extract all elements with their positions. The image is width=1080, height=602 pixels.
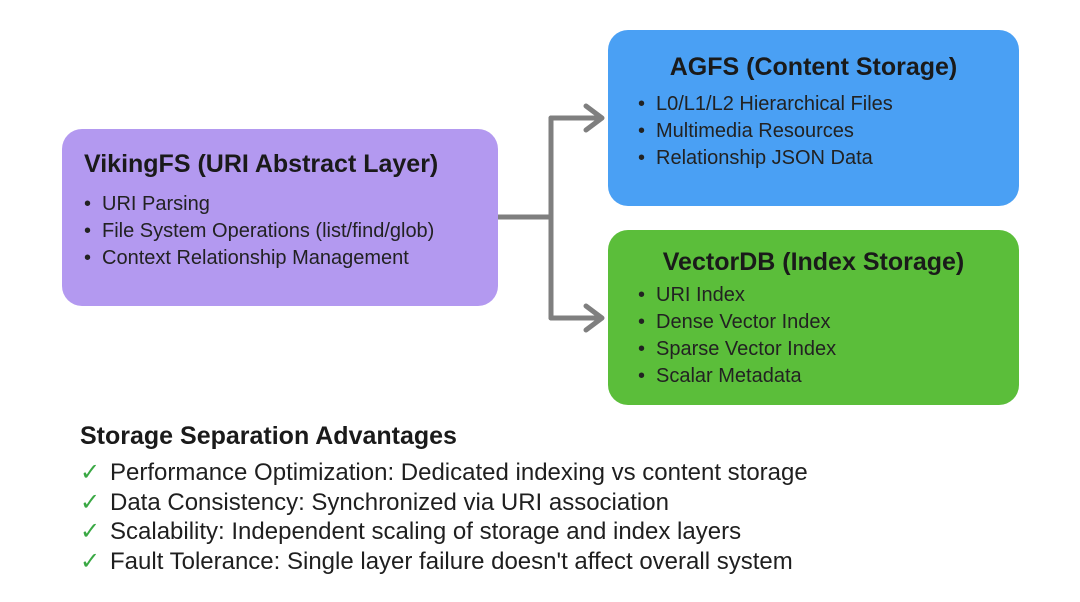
advantage-label: Fault Tolerance: Single layer failure do…: [110, 547, 793, 575]
bullet-icon: •: [84, 247, 92, 269]
arrow-right-icon: [583, 103, 605, 133]
advantage-label: Scalability: Independent scaling of stor…: [110, 518, 742, 545]
checkmark-icon: ✓: [80, 517, 101, 545]
advantages-title: Storage Separation Advantages: [80, 422, 457, 450]
list-item: • Scalar Metadata: [638, 363, 1019, 390]
list-item-label: File System Operations (list/find/glob): [102, 220, 435, 242]
agfs-list: • L0/L1/L2 Hierarchical Files • Multimedia…: [608, 91, 1019, 172]
advantage-item: ✓ Fault Tolerance: Single layer failure d…: [80, 547, 1040, 577]
arrow-right-icon: [583, 303, 605, 333]
bullet-icon: •: [84, 193, 92, 215]
advantage-item: ✓ Data Consistency: Synchronized via URI …: [80, 488, 1040, 518]
list-item: • Context Relationship Management: [84, 245, 498, 272]
list-item-label: Scalar Metadata: [656, 365, 802, 387]
list-item-label: Dense Vector Index: [656, 311, 831, 333]
list-item-label: L0/L1/L2 Hierarchical Files: [656, 93, 893, 115]
checkmark-icon: ✓: [80, 458, 101, 486]
advantage-item: ✓ Performance Optimization: Dedicated ind…: [80, 458, 1040, 488]
advantage-label: Data Consistency: Synchronized via URI a…: [110, 488, 669, 516]
list-item: • Sparse Vector Index: [638, 336, 1019, 363]
vikingfs-list: • URI Parsing • File System Operations (li…: [84, 191, 498, 272]
list-item-label: Sparse Vector Index: [656, 338, 837, 360]
vikingfs-box: VikingFS (URI Abstract Layer) • URI Parsi…: [62, 129, 498, 306]
list-item: • L0/L1/L2 Hierarchical Files: [638, 91, 1019, 118]
bullet-icon: •: [638, 120, 646, 142]
bullet-icon: •: [638, 311, 646, 333]
vectordb-title: VectorDB (Index Storage): [662, 248, 965, 276]
list-item: • Dense Vector Index: [638, 309, 1019, 336]
list-item: • URI Index: [638, 282, 1019, 309]
agfs-box: AGFS (Content Storage) • L0/L1/L2 Hierarc…: [608, 30, 1019, 206]
advantages-section: Storage Separation Advantages ✓ Performan…: [80, 420, 1040, 576]
bullet-icon: •: [638, 147, 646, 169]
list-item: • File System Operations (list/find/glob): [84, 218, 498, 245]
bullet-icon: •: [638, 338, 646, 360]
advantage-item: ✓ Scalability: Independent scaling of sto…: [80, 517, 1040, 547]
list-item-label: Multimedia Resources: [656, 120, 854, 142]
list-item-label: URI Parsing: [102, 193, 210, 215]
agfs-title: AGFS (Content Storage): [669, 53, 958, 81]
bullet-icon: •: [638, 93, 646, 115]
list-item: • Relationship JSON Data: [638, 145, 1019, 172]
advantages-list: ✓ Performance Optimization: Dedicated ind…: [80, 458, 1040, 576]
list-item: • Multimedia Resources: [638, 118, 1019, 145]
bullet-icon: •: [84, 220, 92, 242]
list-item-label: URI Index: [656, 284, 745, 306]
list-item-label: Relationship JSON Data: [656, 147, 873, 169]
checkmark-icon: ✓: [80, 546, 101, 575]
list-item-label: Context Relationship Management: [102, 247, 409, 269]
list-item: • URI Parsing: [84, 191, 498, 218]
vectordb-box: VectorDB (Index Storage) • URI Index • Den…: [608, 230, 1019, 405]
advantage-label: Performance Optimization: Dedicated inde…: [110, 459, 808, 486]
vikingfs-title: VikingFS (URI Abstract Layer): [84, 150, 439, 178]
vectordb-list: • URI Index • Dense Vector Index • Sparse V…: [608, 282, 1019, 390]
checkmark-icon: ✓: [80, 487, 101, 516]
bullet-icon: •: [638, 284, 646, 306]
bullet-icon: •: [638, 365, 646, 387]
